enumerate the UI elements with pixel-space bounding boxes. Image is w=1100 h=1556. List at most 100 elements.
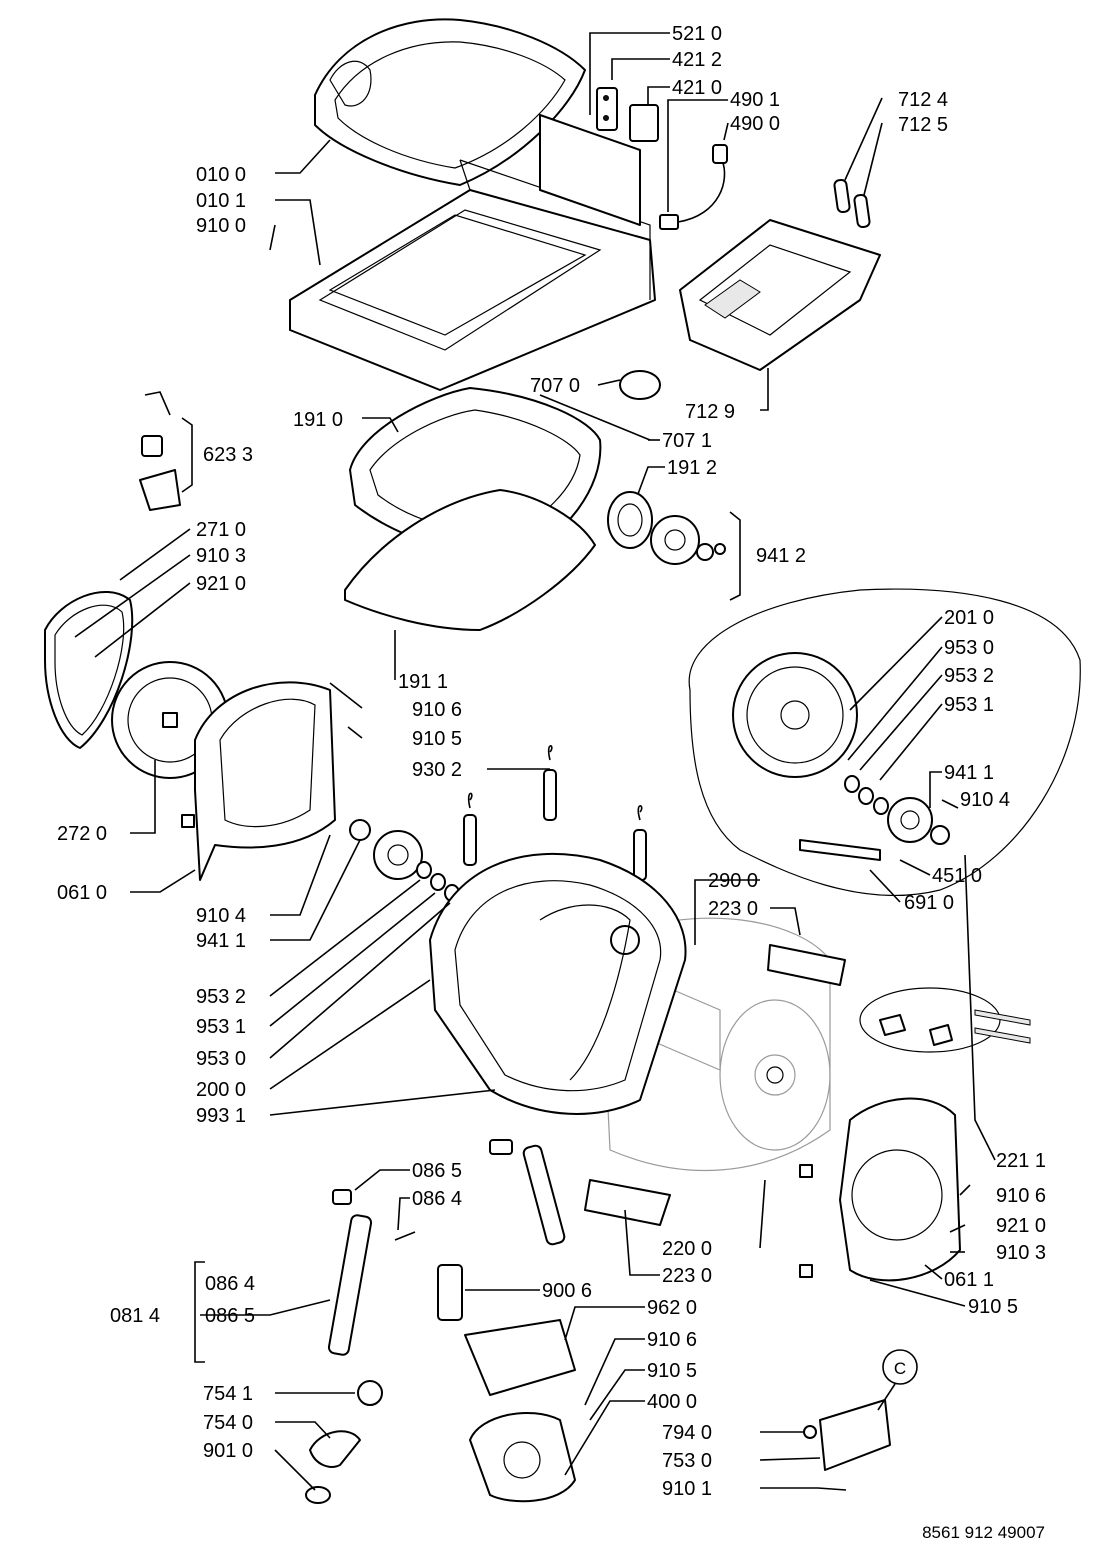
label-910-6-right: 910 6	[996, 1185, 1046, 1207]
label-010-1: 010 1	[196, 190, 246, 212]
label-910-3-top: 910 3	[196, 545, 246, 567]
leader-lines	[74, 32, 996, 1491]
control-module-part	[803, 1399, 891, 1471]
label-191-1: 191 1	[398, 671, 448, 693]
label-962-0: 962 0	[647, 1297, 697, 1319]
filter-part	[437, 1264, 463, 1321]
cabinet-frame-part	[289, 159, 656, 391]
side-panel-left	[181, 681, 336, 881]
label-081-4: 081 4	[110, 1305, 160, 1327]
latch-parts	[139, 391, 181, 511]
label-221-1: 221 1	[996, 1150, 1046, 1172]
label-223-0-lower: 223 0	[662, 1265, 712, 1287]
label-910-6-bottom: 910 6	[647, 1329, 697, 1351]
suspension-springs	[463, 745, 647, 881]
screw-910-1	[817, 1487, 847, 1491]
label-754-1: 754 1	[203, 1383, 253, 1405]
label-272-0: 272 0	[57, 823, 107, 845]
door-lock-parts	[596, 87, 659, 142]
label-753-0: 753 0	[662, 1450, 712, 1472]
label-910-1: 910 1	[662, 1478, 712, 1500]
label-910-4-inset: 910 4	[960, 789, 1010, 811]
inset-bubble-large	[688, 588, 1081, 897]
label-010-0: 010 0	[196, 164, 246, 186]
label-910-5-left: 910 5	[412, 728, 462, 750]
label-086-5-top: 086 5	[412, 1160, 462, 1182]
label-953-1-inset: 953 1	[944, 694, 994, 716]
label-191-2: 191 2	[667, 457, 717, 479]
label-490-1: 490 1	[730, 89, 780, 111]
inset-bubble-small	[859, 987, 1031, 1053]
label-901-0: 901 0	[203, 1440, 253, 1462]
label-953-2-inset: 953 2	[944, 665, 994, 687]
sump-hose-parts	[305, 1380, 383, 1504]
label-086-4-group: 086 4	[205, 1273, 255, 1295]
drawing-number: 8561 912 49007	[922, 1523, 1045, 1542]
shock-absorber-middle	[489, 1139, 566, 1246]
label-451-0: 451 0	[932, 865, 982, 887]
label-941-2-top: 941 2	[756, 545, 806, 567]
bearing-set-part	[607, 491, 726, 565]
counterweight-part-lower	[584, 1179, 671, 1226]
front-ring-gasket	[44, 590, 134, 749]
label-953-1-left: 953 1	[196, 1016, 246, 1038]
label-200-0: 200 0	[196, 1079, 246, 1101]
label-953-0-inset: 953 0	[944, 637, 994, 659]
label-271-0: 271 0	[196, 519, 246, 541]
water-valve-part	[539, 370, 661, 441]
drain-pump-part	[469, 1412, 576, 1503]
label-191-0: 191 0	[293, 409, 343, 431]
label-953-2-left: 953 2	[196, 986, 246, 1008]
counterweight-part-upper	[767, 944, 846, 986]
label-223-0-upper: 223 0	[708, 898, 758, 920]
label-921-0-right: 921 0	[996, 1215, 1046, 1237]
base-plate-part	[464, 1319, 576, 1396]
label-061-0: 061 0	[57, 882, 107, 904]
label-220-0: 220 0	[662, 1238, 712, 1260]
bearing-left-part	[349, 819, 460, 902]
label-910-4-left: 910 4	[196, 905, 246, 927]
tub-cover-flap	[344, 489, 596, 631]
mains-cable-part	[659, 144, 728, 230]
label-061-1: 061 1	[944, 1269, 994, 1291]
callout-circle: C	[877, 1349, 918, 1411]
label-794-0: 794 0	[662, 1422, 712, 1444]
label-707-1: 707 1	[662, 430, 712, 452]
control-panel-board	[539, 114, 641, 226]
shock-absorber-left	[327, 1189, 416, 1356]
label-941-1-left: 941 1	[196, 930, 246, 952]
outer-tub-part	[429, 852, 687, 1115]
label-421-2: 421 2	[672, 49, 722, 71]
label-910-0: 910 0	[196, 215, 246, 237]
label-941-1-inset: 941 1	[944, 762, 994, 784]
label-290-0: 290 0	[708, 870, 758, 892]
label-910-6-left: 910 6	[412, 699, 462, 721]
label-910-5-right: 910 5	[968, 1296, 1018, 1318]
label-490-0: 490 0	[730, 113, 780, 135]
detergent-dispenser-part	[679, 219, 881, 371]
label-691-0: 691 0	[904, 892, 954, 914]
label-712-5: 712 5	[898, 114, 948, 136]
label-921-0-top: 921 0	[196, 573, 246, 595]
label-910-5-bottom: 910 5	[647, 1360, 697, 1382]
side-panel-right	[799, 1097, 961, 1282]
label-993-1: 993 1	[196, 1105, 246, 1127]
label-953-0-left: 953 0	[196, 1048, 246, 1070]
label-086-5-group: 086 5	[205, 1305, 255, 1327]
label-930-2: 930 2	[412, 759, 462, 781]
label-910-3-right: 910 3	[996, 1242, 1046, 1264]
label-400-0: 400 0	[647, 1391, 697, 1413]
label-712-9: 712 9	[685, 401, 735, 423]
label-521-0: 521 0	[672, 23, 722, 45]
hose-tubes-part	[833, 178, 871, 229]
label-900-6: 900 6	[542, 1280, 592, 1302]
label-754-0: 754 0	[203, 1412, 253, 1434]
part-labels: 521 0 421 2 421 0 490 1 490 0 712 4 712 …	[57, 23, 1046, 1500]
label-707-0: 707 0	[530, 375, 580, 397]
label-421-0: 421 0	[672, 77, 722, 99]
label-201-0: 201 0	[944, 607, 994, 629]
top-cover-part	[314, 18, 586, 186]
label-623-3: 623 3	[203, 444, 253, 466]
callout-letter: C	[894, 1359, 906, 1378]
